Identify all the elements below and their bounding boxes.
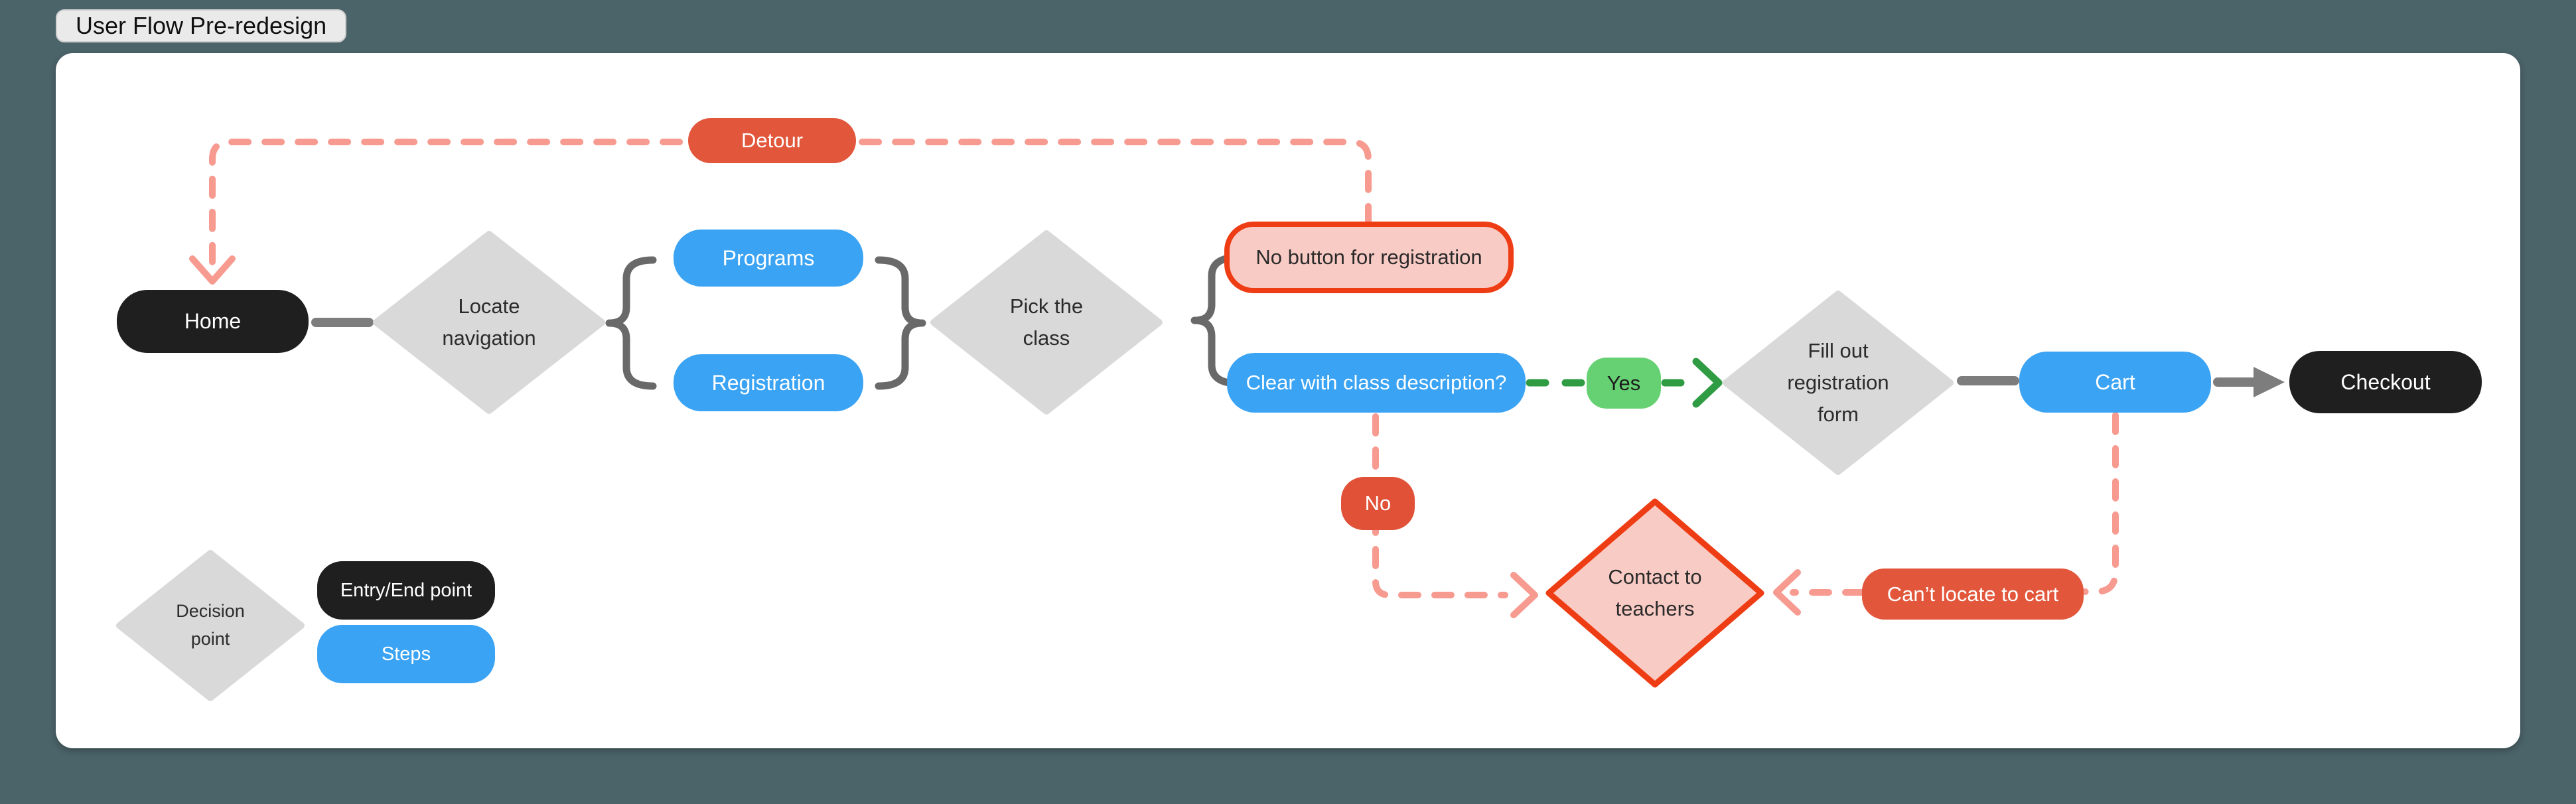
decision-diamond-shape [116,550,305,701]
node-locate-navigation-label: Locate navigation [442,294,536,350]
node-home-label: Home [184,309,242,334]
node-checkout-label: Checkout [2340,369,2431,394]
node-programs-label: Programs [722,245,815,270]
node-yes[interactable]: Yes [1587,358,1661,409]
node-no-button-label: No button for registration [1255,245,1482,269]
connector-no-branch [1372,413,1508,598]
node-clear-label: Clear with class description? [1246,371,1507,395]
node-registration-label: Registration [711,370,825,395]
arrow-right-icon [1510,572,1538,618]
node-detour-label: Detour [741,129,804,153]
node-locate-navigation[interactable]: Locate navigation [372,230,607,415]
node-contact-to-teachers[interactable]: Contact to teachers [1543,496,1766,690]
legend-entry-end-label: Entry/End point [340,579,472,601]
brace-open-navigation [605,256,657,390]
legend-decision-point-label: Decision point [176,601,245,649]
node-no-button-for-registration[interactable]: No button for registration [1224,222,1514,293]
decision-diamond-shape [930,230,1163,415]
legend-decision-point[interactable]: Decision point [115,549,305,702]
node-programs[interactable]: Programs [674,230,863,287]
node-detour[interactable]: Detour [688,118,856,163]
node-fill-out-form-label: Fill out registration form [1787,338,1889,427]
node-registration[interactable]: Registration [674,354,863,411]
node-yes-label: Yes [1607,371,1641,395]
node-pick-the-class[interactable]: Pick the class [929,229,1164,416]
node-fill-out-registration-form[interactable]: Fill out registration form [1721,289,1955,476]
board-title: User Flow Pre-redesign [76,12,327,39]
arrow-right-gray-icon [2254,367,2285,397]
legend-steps[interactable]: Steps [317,625,495,683]
board-title-tab[interactable]: User Flow Pre-redesign [56,9,347,42]
node-checkout[interactable]: Checkout [2289,351,2482,413]
node-no-label: No [1364,492,1392,515]
node-contact-teachers-label: Contact to teachers [1608,565,1702,620]
connector-detour [209,139,1372,266]
node-clear-with-class-description[interactable]: Clear with class description? [1227,353,1526,413]
brace-open-class-outcomes [1190,253,1242,387]
connector-cart-down [2082,412,2119,595]
node-cant-locate-to-cart[interactable]: Can’t locate to cart [1862,569,2084,620]
node-cart-label: Cart [2095,369,2135,394]
decision-diamond-shape [373,231,605,414]
legend-steps-label: Steps [381,643,431,665]
node-pick-the-class-label: Pick the class [1009,294,1084,350]
node-cant-locate-label: Can’t locate to cart [1887,582,2059,606]
arrow-down-icon [189,255,236,285]
brace-close-navigation [875,256,926,390]
decision-diamond-shape [1723,291,1954,475]
node-no[interactable]: No [1341,477,1415,530]
arrow-right-green-icon [1692,358,1723,408]
alert-diamond-shape [1545,498,1764,688]
legend-entry-end-point[interactable]: Entry/End point [317,561,495,620]
arrow-left-icon [1773,569,1801,616]
node-cart[interactable]: Cart [2019,352,2211,413]
node-home[interactable]: Home [117,290,309,353]
